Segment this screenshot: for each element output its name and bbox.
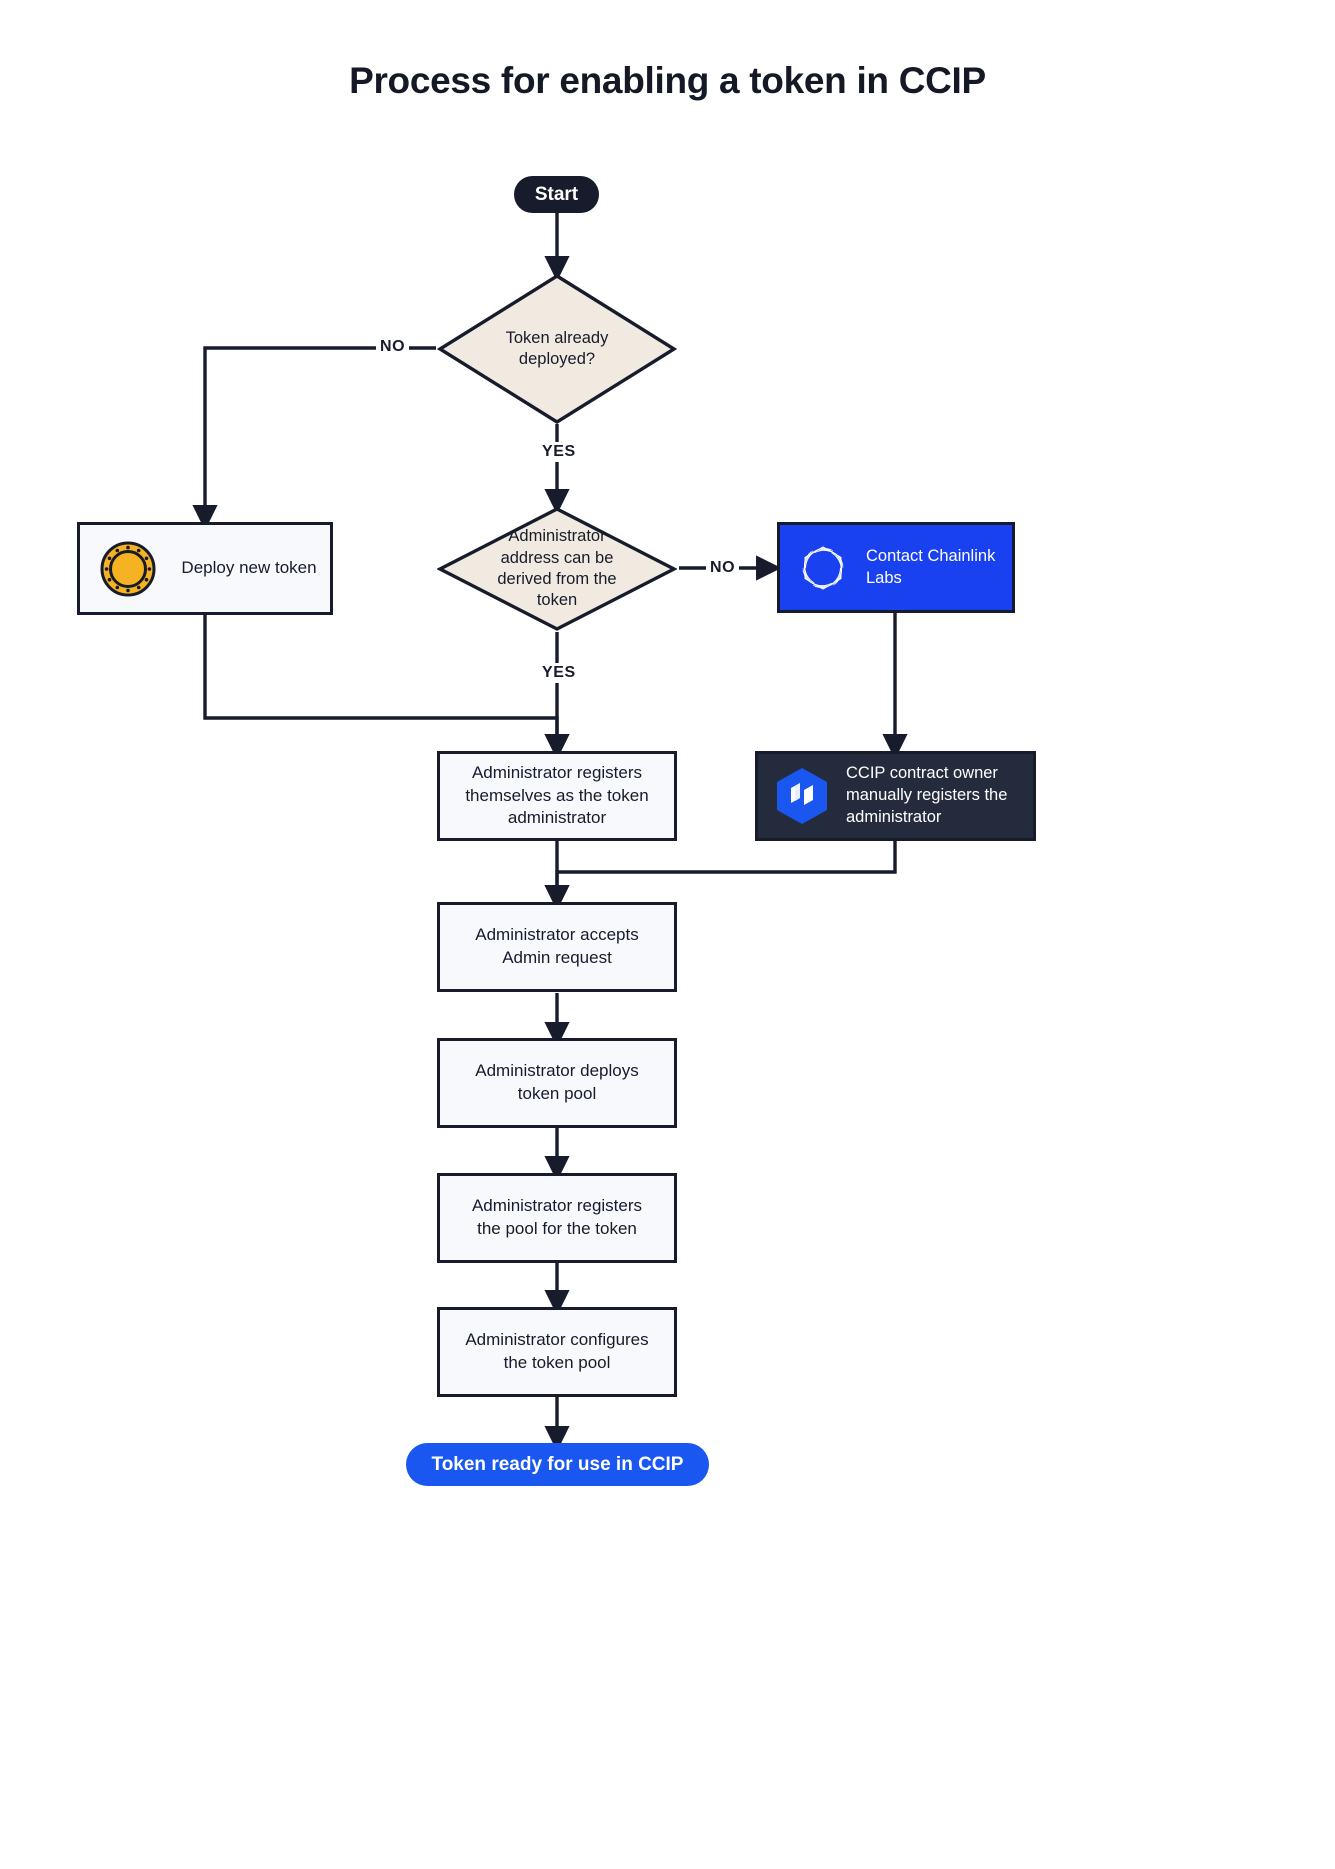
diamond-shape xyxy=(437,273,677,425)
node-token-ready-label: Token ready for use in CCIP xyxy=(431,1453,684,1475)
node-start-label: Start xyxy=(534,183,579,205)
gold-coin-icon xyxy=(80,540,176,598)
node-token-ready[interactable]: Token ready for use in CCIP xyxy=(406,1443,709,1486)
node-admin-deploys-pool-label: Administrator deploys token pool xyxy=(475,1061,639,1103)
node-admin-registers-pool[interactable]: Administrator registers the pool for the… xyxy=(437,1173,677,1263)
node-ccip-owner-registers[interactable]: CCIP contract owner manually registers t… xyxy=(755,751,1036,841)
page-title: Process for enabling a token in CCIP xyxy=(349,60,986,101)
edge-label-derived-no: NO xyxy=(706,558,740,578)
node-admin-registers-self[interactable]: Administrator registers themselves as th… xyxy=(437,751,677,841)
node-admin-configures-pool[interactable]: Administrator configures the token pool xyxy=(437,1307,677,1397)
node-admin-accepts-request-label: Administrator accepts Admin request xyxy=(475,925,639,967)
node-admin-accepts-request[interactable]: Administrator accepts Admin request xyxy=(437,902,677,992)
node-admin-registers-pool-label: Administrator registers the pool for the… xyxy=(471,1196,643,1238)
edge-label-deployed-yes: YES xyxy=(538,442,580,462)
ccip-cube-icon xyxy=(758,766,846,826)
node-deploy-new-token[interactable]: Deploy new token xyxy=(77,522,333,615)
node-admin-deploys-pool[interactable]: Administrator deploys token pool xyxy=(437,1038,677,1128)
node-decision-admin-derived-label: Administrator address can be derived fro… xyxy=(497,527,617,610)
edge-label-deployed-no: NO xyxy=(376,337,410,357)
node-start[interactable]: Start xyxy=(514,176,599,213)
node-decision-token-deployed[interactable]: Token already deployed? xyxy=(437,273,677,425)
node-deploy-new-token-label: Deploy new token xyxy=(181,558,317,578)
node-admin-registers-self-label: Administrator registers themselves as th… xyxy=(465,762,649,828)
node-decision-token-deployed-label: Token already deployed? xyxy=(505,328,609,368)
node-decision-admin-derived[interactable]: Administrator address can be derived fro… xyxy=(437,506,677,632)
node-admin-configures-pool-label: Administrator configures the token pool xyxy=(465,1330,649,1372)
edge-label-derived-yes: YES xyxy=(538,663,580,683)
node-contact-chainlink-labs[interactable]: Contact Chainlink Labs xyxy=(777,522,1015,613)
chainlink-logo-icon xyxy=(780,537,866,599)
node-ccip-owner-registers-label: CCIP contract owner manually registers t… xyxy=(846,764,1008,826)
diamond-shape xyxy=(437,507,677,631)
node-contact-chainlink-labs-label: Contact Chainlink Labs xyxy=(866,546,996,587)
